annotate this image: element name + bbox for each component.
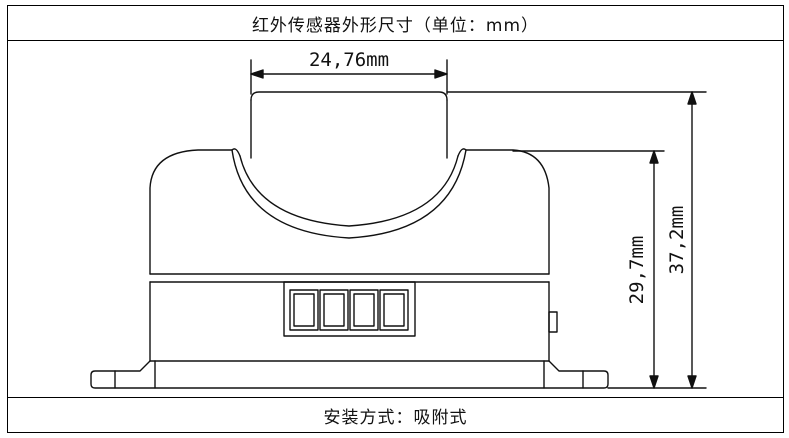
mounting-flange (90, 360, 609, 389)
digital-display (283, 281, 416, 337)
display-digit-4 (379, 289, 409, 331)
sensor-housing-lower (149, 281, 558, 362)
display-digit-1 (289, 289, 319, 331)
width-dimension (250, 59, 448, 95)
display-digit-2 (319, 289, 349, 331)
display-digit-3 (349, 289, 379, 331)
mounting-method-caption: 安装方式：吸附式 (7, 397, 784, 433)
width-dimension-label: 24,76mm (309, 49, 389, 71)
total-height-dimension-label: 37,2mm (666, 206, 688, 275)
sensor-housing-upper (149, 148, 550, 275)
sensor-top-cap (250, 91, 448, 159)
drawing-title: 红外传感器外形尺寸（单位：mm） (7, 5, 784, 41)
technical-drawing-area (7, 40, 784, 398)
body-height-dimension-label: 29,7mm (626, 236, 648, 305)
total-height-dimension (446, 91, 707, 389)
body-height-dimension (512, 150, 665, 389)
